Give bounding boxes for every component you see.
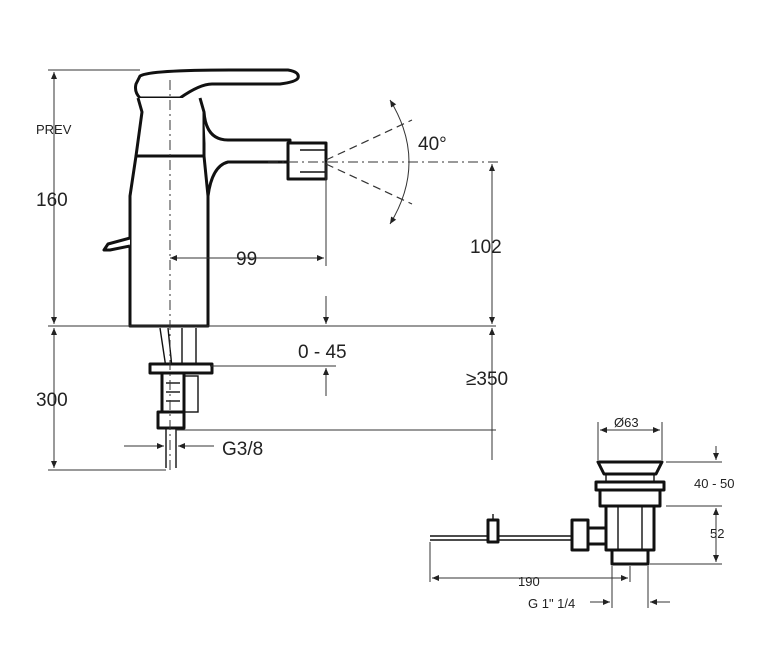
g114-thread-label: G 1" 1/4 bbox=[528, 596, 575, 611]
waste-body bbox=[604, 504, 656, 552]
faucet-body bbox=[128, 154, 210, 328]
height-52-label: 52 bbox=[710, 526, 724, 541]
connector-fitting bbox=[156, 410, 186, 430]
popup-waste-drawing: Ø63 40 - 50 52 190 G 1" 1/4 bbox=[429, 415, 734, 611]
diameter-63-label: Ø63 bbox=[614, 415, 639, 430]
rod-clip bbox=[486, 518, 500, 544]
angle-40-label: 40° bbox=[418, 134, 447, 155]
range-40-50-label: 40 - 50 bbox=[694, 476, 734, 491]
min-350-label: ≥350 bbox=[466, 369, 508, 390]
height-160-label: 160 bbox=[36, 190, 68, 211]
plug-cap bbox=[596, 460, 664, 476]
lever-handle bbox=[134, 68, 300, 100]
swivel-nozzle bbox=[286, 141, 328, 181]
prev-label: PREV bbox=[36, 122, 72, 137]
depth-300-label: 300 bbox=[36, 390, 68, 411]
popup-rod bbox=[102, 236, 131, 252]
rod-nut bbox=[570, 518, 590, 552]
bidet-mixer-drawing: PREV 160 300 99 102 0 - 45 ≥350 G3/8 40° bbox=[36, 68, 508, 471]
reach-99-label: 99 bbox=[236, 249, 257, 270]
g38-thread-label: G3/8 bbox=[222, 439, 263, 460]
length-190-label: 190 bbox=[518, 574, 540, 589]
height-102-label: 102 bbox=[470, 237, 502, 258]
deck-thickness-label: 0 - 45 bbox=[298, 342, 347, 363]
fixing-nut bbox=[160, 371, 186, 415]
spout-arm bbox=[202, 111, 292, 197]
